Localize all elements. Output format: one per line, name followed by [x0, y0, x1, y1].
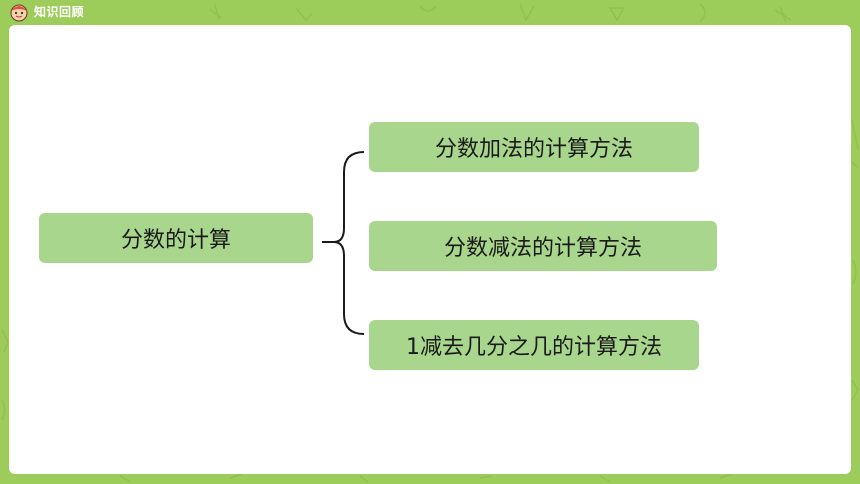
- mascot-icon: [10, 4, 28, 22]
- section-title: 知识回顾: [34, 5, 85, 19]
- header-bar: 知识回顾: [0, 0, 860, 24]
- branch-node-one-minus-fraction: 1减去几分之几的计算方法: [369, 320, 699, 370]
- root-node: 分数的计算: [39, 213, 313, 263]
- branch-node-subtraction: 分数减法的计算方法: [369, 221, 717, 271]
- branch-node-addition: 分数加法的计算方法: [369, 122, 699, 172]
- brace-connector: [322, 151, 365, 335]
